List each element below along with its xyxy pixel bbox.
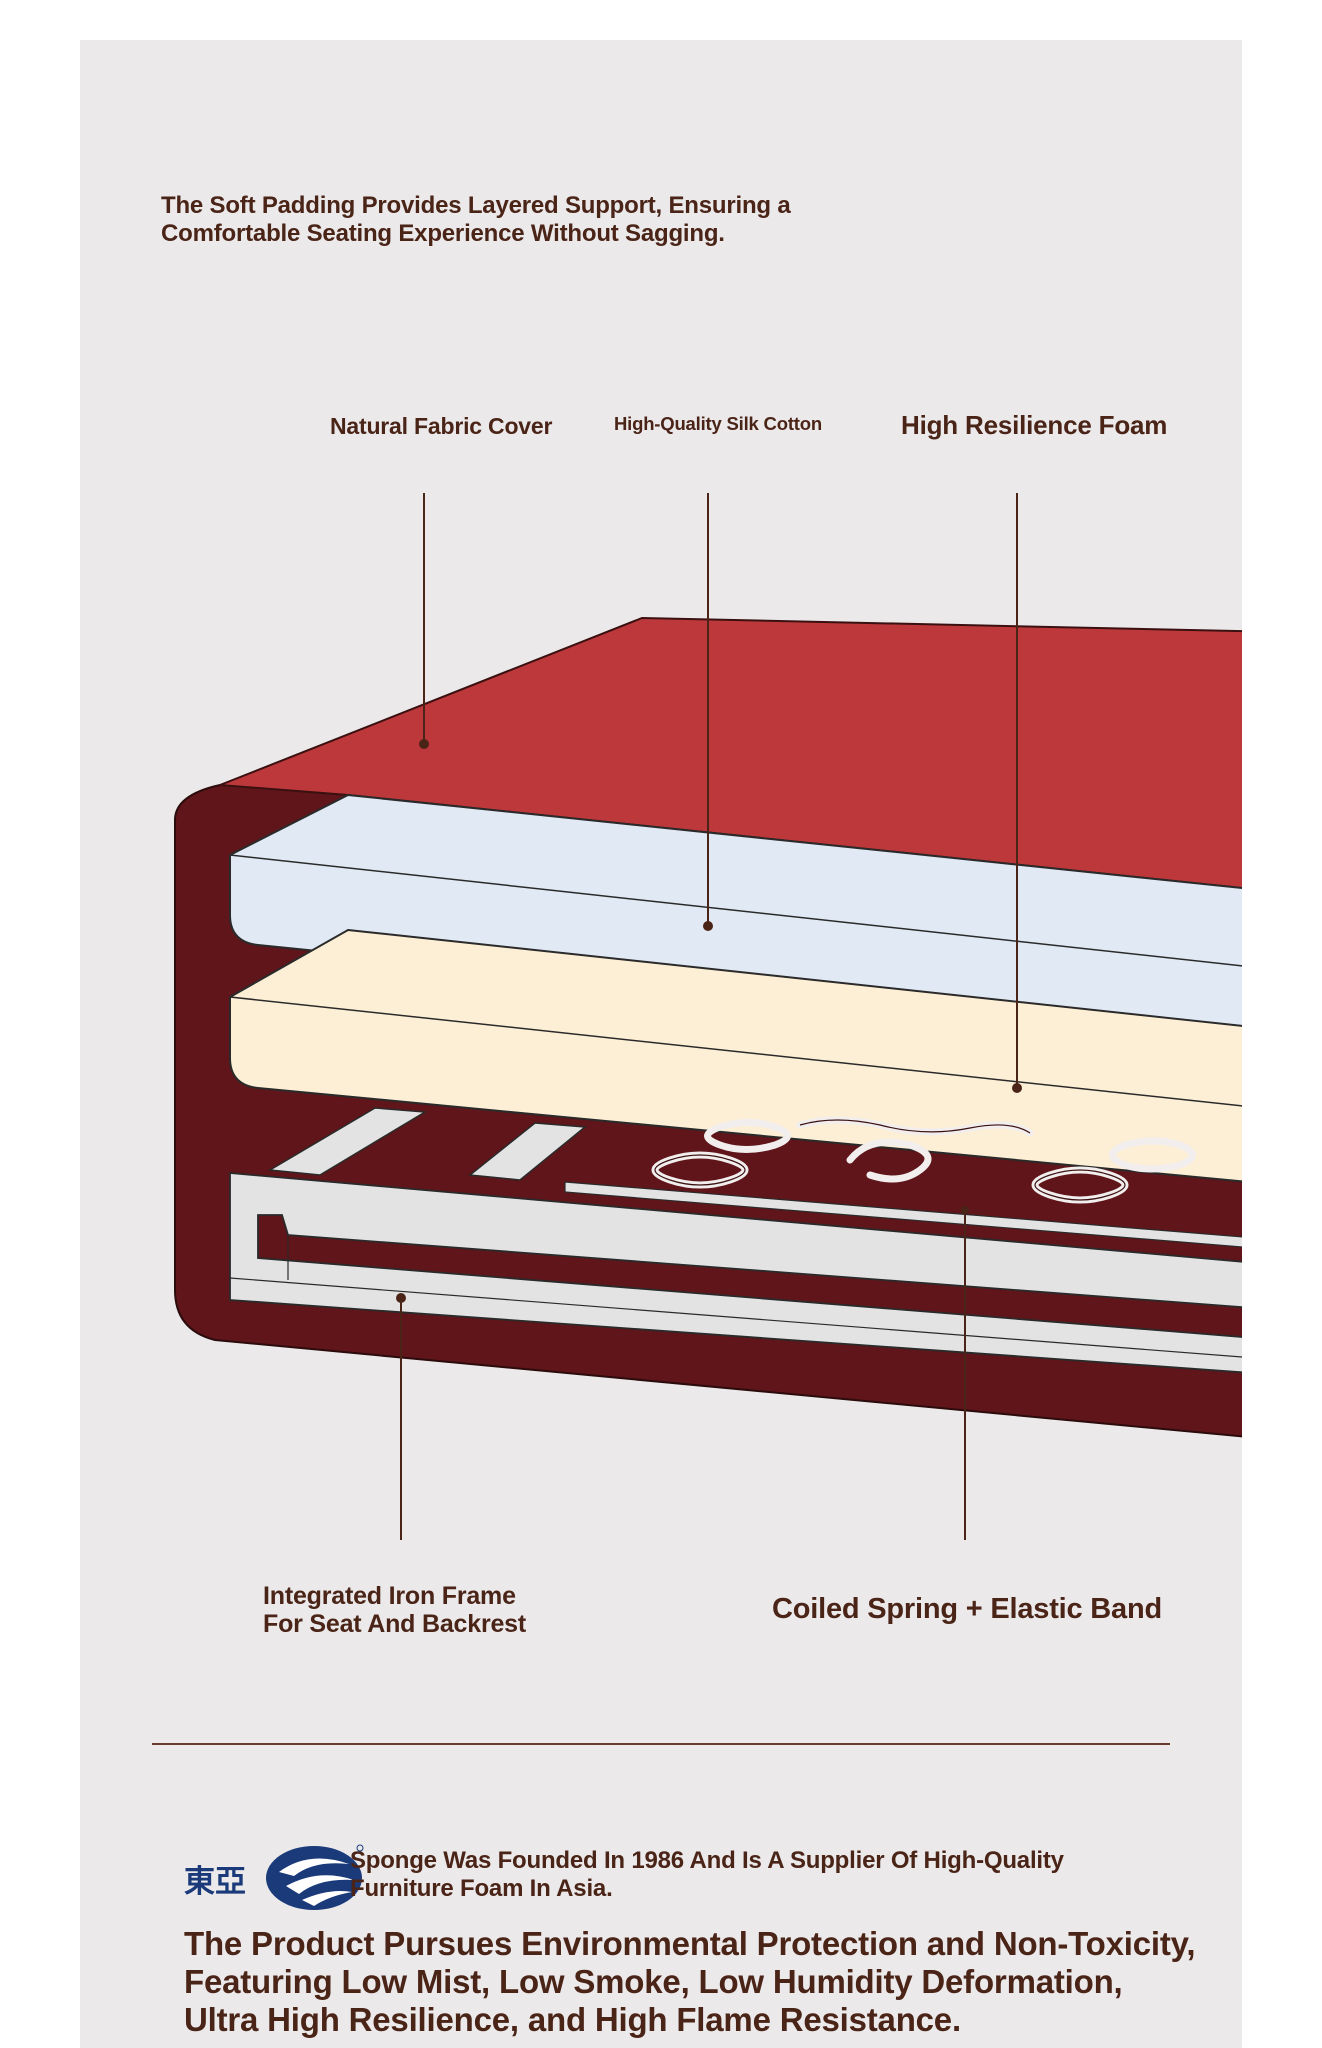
callout-dot-foam	[1012, 1083, 1022, 1093]
sofa-cross-section-diagram	[174, 493, 1242, 1540]
callout-dot-frame	[396, 1293, 406, 1303]
frame-slat	[468, 1122, 587, 1181]
label-iron-frame-line: For Seat And Backrest	[263, 1610, 527, 1638]
company-line: Sponge Was Founded In 1986 And Is A Supp…	[350, 1847, 1064, 1874]
product-tagline: The Product Pursues Environmental Protec…	[184, 1925, 1234, 2039]
company-description: Sponge Was Founded In 1986 And Is A Supp…	[350, 1847, 1170, 1903]
callout-dot-fabric	[419, 739, 429, 749]
elastic-band	[564, 1181, 1242, 1248]
tagline-line: Ultra High Resilience, and High Flame Re…	[184, 2001, 961, 2038]
frame-slat	[267, 1107, 428, 1176]
iron-frame	[229, 1172, 1242, 1374]
panel: The Soft Padding Provides Layered Suppor…	[80, 40, 1242, 2048]
label-natural-fabric-cover: Natural Fabric Cover	[330, 413, 553, 439]
company-logo-icon: 東亞	[184, 1844, 364, 1910]
callout-dot-spring	[961, 1206, 969, 1214]
tagline-line: The Product Pursues Environmental Protec…	[184, 1925, 1196, 1962]
tagline-line: Featuring Low Mist, Low Smoke, Low Humid…	[184, 1963, 1123, 2000]
company-line: Furniture Foam In Asia.	[350, 1875, 613, 1902]
high-resilience-foam-layer	[229, 928, 1242, 1183]
intro-line: Comfortable Seating Experience Without S…	[161, 220, 725, 247]
intro-line: The Soft Padding Provides Layered Suppor…	[161, 192, 791, 219]
label-silk-cotton: High-Quality Silk Cotton	[614, 413, 822, 434]
fabric-cover-top	[219, 616, 1242, 890]
label-high-resilience-foam: High Resilience Foam	[901, 410, 1168, 440]
section-divider	[152, 1743, 1170, 1745]
intro-text: The Soft Padding Provides Layered Suppor…	[161, 192, 921, 248]
label-coiled-spring: Coiled Spring + Elastic Band	[772, 1593, 1163, 1625]
logo-text: 東亞	[184, 1864, 246, 1900]
label-iron-frame: Integrated Iron Frame For Seat And Backr…	[263, 1582, 526, 1638]
label-iron-frame-line: Integrated Iron Frame	[263, 1582, 516, 1610]
callout-dot-silk	[703, 921, 713, 931]
